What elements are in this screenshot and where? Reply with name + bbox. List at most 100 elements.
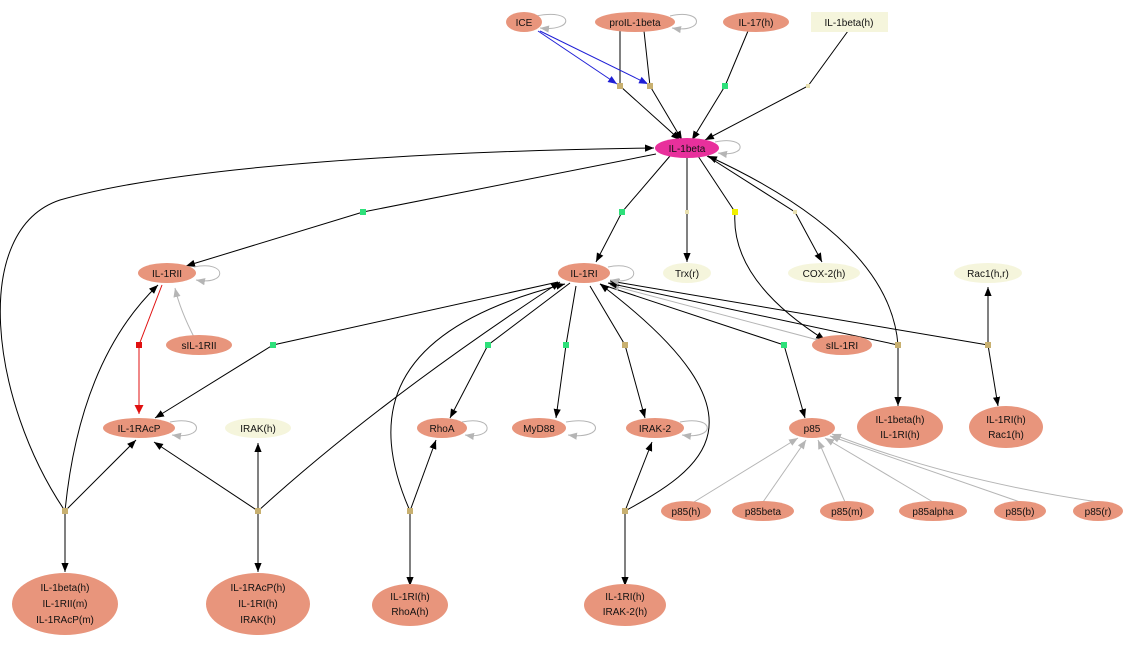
self-loop-il1rii	[193, 265, 221, 286]
node-cox2h[interactable]: COX-2(h)	[788, 263, 860, 283]
node-label: RhoA	[429, 424, 454, 435]
process-markers	[62, 83, 991, 514]
node-p85r[interactable]: p85(r)	[1073, 501, 1123, 521]
node-label: IRAK-2(h)	[603, 607, 647, 618]
node-complex-racp-ri-irak[interactable]: IL-1RAcP(h) IL-1RI(h) IRAK(h)	[206, 573, 310, 635]
process-marker	[622, 342, 628, 348]
edge-il1beta-il1rii	[185, 153, 657, 267]
node-label: IRAK-2	[639, 424, 672, 435]
node-label: IL-1RII	[152, 269, 182, 280]
process-marker	[617, 83, 623, 89]
edge-m3-il1ri	[390, 282, 566, 512]
edge-il1beta-il1ri	[595, 155, 671, 263]
node-label: Rac1(h,r)	[967, 269, 1009, 280]
node-label: sIL-1RI	[826, 341, 858, 352]
self-loop-irak2	[679, 420, 708, 440]
node-p85b[interactable]: p85(b)	[994, 501, 1046, 521]
node-label: p85(b)	[1006, 507, 1035, 518]
nodes: ICE proIL-1beta IL-17(h) IL-1beta(h) IL-…	[12, 12, 1123, 635]
node-p85[interactable]: p85	[789, 418, 835, 438]
node-label: IL-1beta(h)	[825, 18, 874, 29]
node-label: p85beta	[745, 507, 782, 518]
node-label: IL-1beta(h)	[41, 583, 90, 594]
edge-il1ri-rhoa	[449, 282, 571, 419]
edge-complex1-il1beta	[0, 144, 655, 512]
node-label: IRAK(h)	[240, 615, 276, 626]
node-complex-ri-irak2[interactable]: IL-1RI(h) IRAK-2(h)	[584, 584, 666, 626]
edge-m6-il1ri	[609, 278, 989, 346]
node-complex-il1ri-rac1[interactable]: IL-1RI(h) Rac1(h)	[969, 406, 1043, 448]
node-il1racp[interactable]: IL-1RAcP	[103, 418, 175, 438]
process-marker	[255, 508, 261, 514]
self-loop-ice	[535, 14, 567, 33]
node-ice[interactable]: ICE	[506, 12, 542, 32]
edge-p85beta-p85	[762, 439, 807, 503]
node-il17h[interactable]: IL-17(h)	[723, 12, 789, 32]
node-il1rii[interactable]: IL-1RII	[138, 263, 196, 283]
edge-p85b-p85	[829, 435, 1021, 503]
node-complex-il1beta-rii-racp[interactable]: IL-1beta(h) IL-1RII(m) IL-1RAcP(m)	[12, 573, 118, 635]
node-label: Trx(r)	[675, 269, 699, 280]
process-marker	[806, 84, 810, 88]
edge-p85h-p85	[693, 437, 799, 503]
process-marker	[62, 508, 68, 514]
edge-complex1-il1rii	[64, 284, 159, 512]
node-complex-ri-rhoa[interactable]: IL-1RI(h) RhoA(h)	[372, 584, 448, 626]
node-p85beta[interactable]: p85beta	[732, 501, 794, 521]
node-il1ri[interactable]: IL-1RI	[558, 263, 610, 283]
node-rac1hr[interactable]: Rac1(h,r)	[954, 263, 1022, 283]
process-marker	[622, 508, 628, 514]
process-marker	[407, 508, 413, 514]
node-label: IL-1RI(h)	[238, 599, 277, 610]
node-rhoa[interactable]: RhoA	[417, 418, 467, 438]
node-il1betah[interactable]: IL-1beta(h)	[811, 12, 888, 32]
self-loop-prol1beta	[669, 14, 697, 34]
process-marker	[563, 342, 569, 348]
node-sil1ri[interactable]: sIL-1RI	[812, 335, 872, 355]
node-complex-il1beta-il1ri[interactable]: IL-1beta(h) IL-1RI(h)	[857, 406, 943, 448]
node-label: IRAK(h)	[240, 424, 276, 435]
node-label: IL-1RAcP(m)	[36, 615, 94, 626]
node-myd88[interactable]: MyD88	[512, 418, 566, 438]
node-p85alpha[interactable]: p85alpha	[899, 501, 967, 521]
process-marker	[136, 342, 142, 348]
edge-m2-il1racp	[153, 441, 259, 512]
process-marker	[647, 83, 653, 89]
node-il1beta[interactable]: IL-1beta	[655, 138, 719, 158]
node-label: ICE	[516, 18, 533, 29]
edge-il1ri-p85	[599, 283, 806, 419]
node-label: RhoA(h)	[391, 607, 428, 618]
edge-il1rii-il1racp	[134, 284, 163, 414]
edge-ice-process-2	[539, 30, 649, 85]
node-label: p85(r)	[1085, 507, 1112, 518]
node-label: IL-1RAcP(h)	[230, 583, 285, 594]
node-label: IL-1RI	[570, 269, 597, 280]
edge-m4-il1ri	[599, 283, 710, 512]
node-label: IL-1RAcP	[118, 424, 161, 435]
process-marker	[722, 83, 728, 89]
process-marker	[270, 342, 276, 348]
self-loop-il1racp	[169, 420, 197, 440]
edge-p85r-p85	[831, 433, 1099, 503]
node-p85m[interactable]: p85(m)	[820, 501, 874, 521]
node-p85h[interactable]: p85(h)	[661, 501, 711, 521]
process-marker	[732, 209, 738, 215]
edge-m1-il1racp	[64, 439, 137, 512]
edge-m2-il1ri	[257, 281, 561, 512]
edge-p85m-p85	[817, 439, 846, 503]
edge-p85alpha-p85	[824, 437, 934, 503]
edge-m3-rhoa	[409, 439, 437, 512]
process-marker	[781, 342, 787, 348]
node-prol1beta[interactable]: proIL-1beta	[595, 12, 675, 32]
edge-il1ri-irak2	[589, 285, 647, 419]
node-label: Rac1(h)	[988, 430, 1024, 441]
node-label: p85(m)	[831, 507, 863, 518]
node-label: IL-1RI(h)	[986, 415, 1025, 426]
node-trxr[interactable]: Trx(r)	[663, 263, 711, 283]
self-loop-rhoa	[461, 420, 488, 441]
self-loop-il1ri	[607, 265, 635, 286]
node-sil1rii[interactable]: sIL-1RII	[166, 335, 232, 355]
node-irak2[interactable]: IRAK-2	[626, 418, 684, 438]
node-irakh[interactable]: IRAK(h)	[225, 418, 291, 438]
